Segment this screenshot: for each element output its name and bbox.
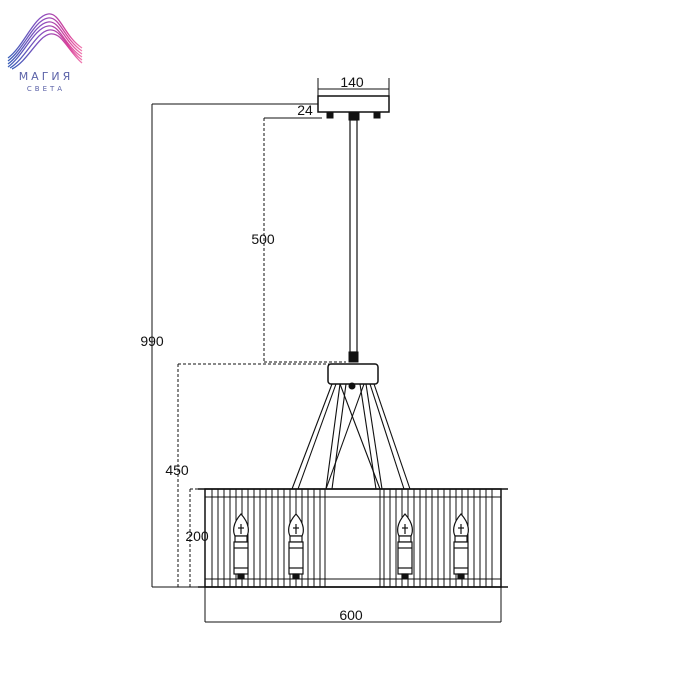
center-hub: [327, 363, 379, 390]
label-rod-length: 500: [251, 231, 275, 247]
label-canopy-width: 140: [340, 74, 364, 90]
candle-bulb: [288, 513, 304, 579]
dim-diameter: [204, 587, 502, 623]
dim-canopy-width: [317, 78, 390, 96]
support-arms: [291, 383, 411, 490]
brand-logo: МАГИЯ СВЕТА: [4, 6, 86, 98]
dim-rod-length: [263, 118, 346, 363]
suspension-rod: [348, 119, 359, 363]
candle-bulb: [453, 513, 469, 579]
dim-body-height: [177, 363, 332, 587]
label-diameter: 600: [339, 607, 363, 623]
dim-total-height: [151, 103, 318, 588]
wave-ribbon-icon: [7, 13, 83, 70]
candle-bulb: [397, 513, 413, 579]
candle-bulb: [233, 513, 249, 579]
brand-subtitle: СВЕТА: [26, 85, 66, 93]
label-canopy-height: 24: [297, 102, 313, 118]
label-body-height: 450: [165, 462, 189, 478]
label-total-height: 990: [140, 333, 164, 349]
label-shade-height: 200: [185, 528, 209, 544]
ceiling-canopy: [317, 95, 390, 121]
brand-title: МАГИЯ: [18, 70, 74, 83]
